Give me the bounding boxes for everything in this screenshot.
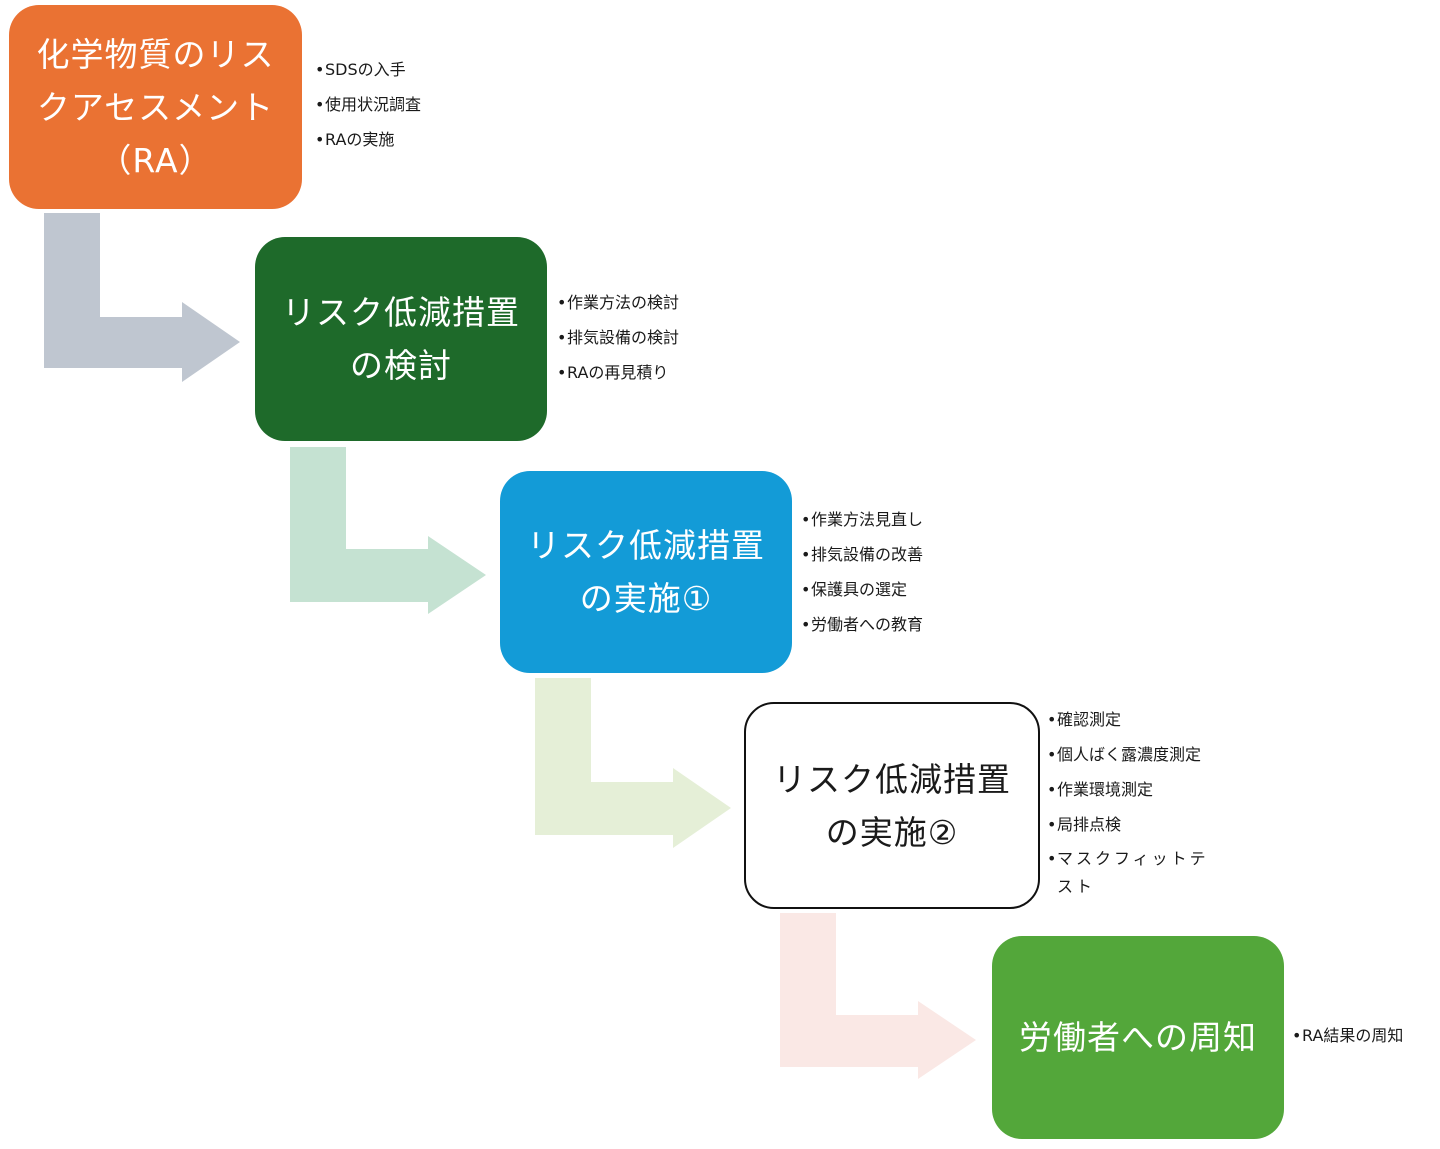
bullet-item: 確認測定 <box>1047 702 1225 737</box>
connector-arrow-4 <box>780 913 976 1079</box>
step-4-bullet-list: 確認測定 個人ばく露濃度測定 作業環境測定 局排点検 マスクフィットテスト <box>1047 702 1225 901</box>
step-title: リスク低減措置 の検討 <box>282 293 520 385</box>
bullet-item: 個人ばく露濃度測定 <box>1047 737 1225 772</box>
step-1-bullet-list: SDSの入手 使用状況調査 RAの実施 <box>315 52 421 157</box>
connector-arrow-1 <box>44 213 240 382</box>
bullet-item: 排気設備の検討 <box>557 320 679 355</box>
bullet-item: SDSの入手 <box>315 52 421 87</box>
step-title: 化学物質のリス クアセスメント （RA） <box>36 34 275 180</box>
step-title: 労働者への周知 <box>1019 1018 1257 1057</box>
step-title: リスク低減措置 の実施① <box>527 526 765 618</box>
bullet-item: 作業方法の検討 <box>557 285 679 320</box>
step-box-measure-implementation-2: リスク低減措置 の実施② <box>744 702 1040 909</box>
connector-arrow-3 <box>535 678 731 848</box>
step-5-bullet-list: RA結果の周知 <box>1292 1018 1403 1053</box>
bullet-item: RA結果の周知 <box>1292 1018 1403 1053</box>
connector-arrow-2 <box>290 447 486 614</box>
step-2-bullet-list: 作業方法の検討 排気設備の検討 RAの再見積り <box>557 285 679 390</box>
step-box-worker-notification: 労働者への周知 <box>992 936 1284 1139</box>
bullet-item: 局排点検 <box>1047 807 1225 842</box>
bullet-item: 作業方法見直し <box>801 502 923 537</box>
step-box-measure-review: リスク低減措置 の検討 <box>255 237 547 441</box>
step-3-bullet-list: 作業方法見直し 排気設備の改善 保護具の選定 労働者への教育 <box>801 502 923 642</box>
bullet-item: 作業環境測定 <box>1047 772 1225 807</box>
bullet-item: 労働者への教育 <box>801 607 923 642</box>
step-box-risk-assessment: 化学物質のリス クアセスメント （RA） <box>9 5 302 209</box>
bullet-item: RAの実施 <box>315 122 421 157</box>
bullet-item: 保護具の選定 <box>801 572 923 607</box>
bullet-item: 排気設備の改善 <box>801 537 923 572</box>
bullet-item: RAの再見積り <box>557 355 679 390</box>
step-title: リスク低減措置 の実施② <box>773 759 1011 852</box>
bullet-item: マスクフィットテスト <box>1047 845 1225 901</box>
step-box-measure-implementation-1: リスク低減措置 の実施① <box>500 471 792 673</box>
bullet-item: 使用状況調査 <box>315 87 421 122</box>
